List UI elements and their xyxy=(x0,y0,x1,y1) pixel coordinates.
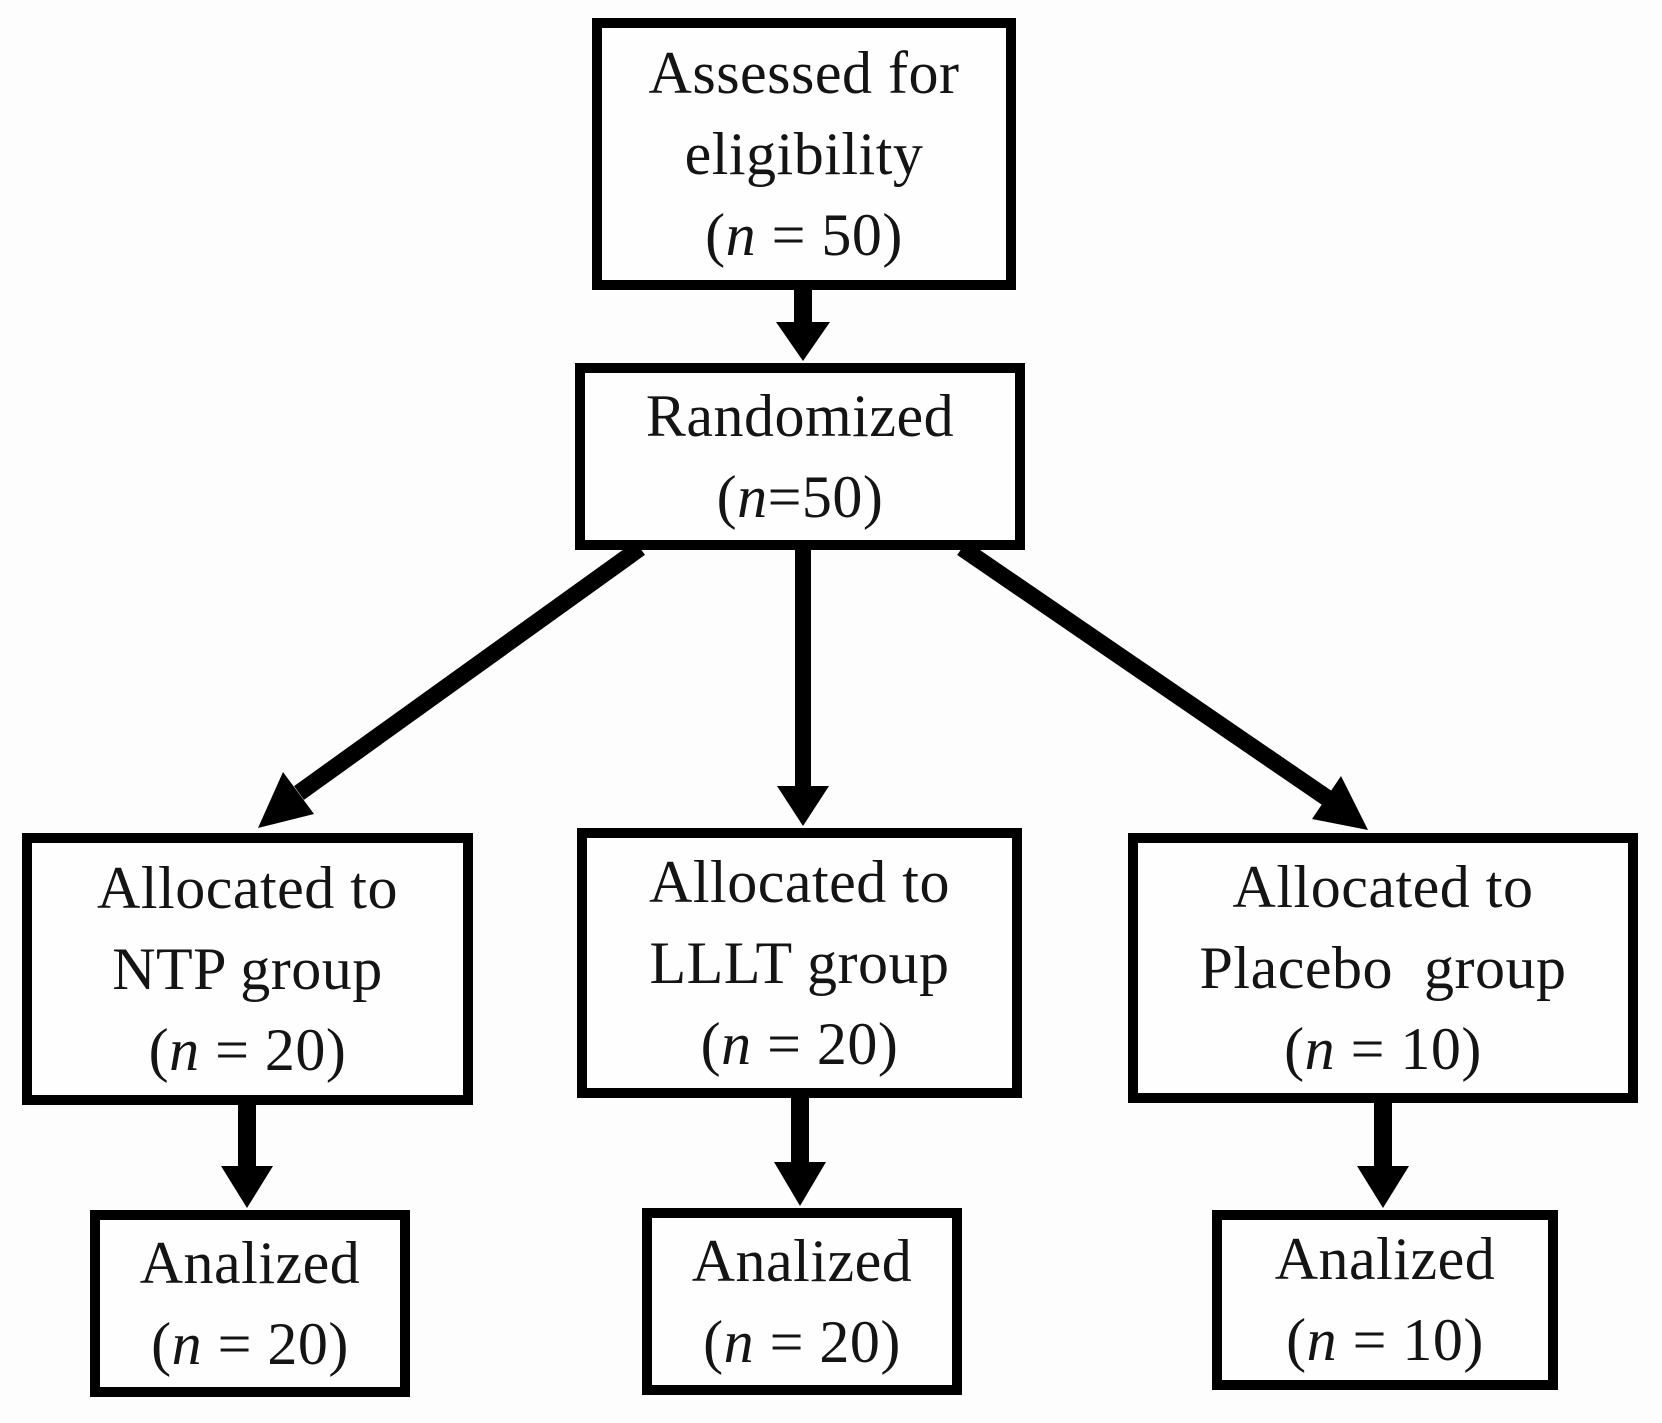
count-open-paren: ( xyxy=(700,1010,722,1077)
count-value: = 50) xyxy=(756,201,903,268)
box-count: (n = 50) xyxy=(705,195,903,276)
box-text-line: NTP group xyxy=(112,935,383,1002)
arrow-randomized-to-ntp xyxy=(258,541,645,828)
count-value: = 20) xyxy=(754,1308,901,1375)
box-count: (n = 20) xyxy=(151,1304,349,1385)
box-assessed-eligibility: Assessed for eligibility (n = 50) xyxy=(592,18,1016,290)
box-analized-ntp: Analized (n = 20) xyxy=(90,1210,410,1397)
count-n-symbol: n xyxy=(737,463,768,530)
count-open-paren: ( xyxy=(705,201,726,268)
count-n-symbol: n xyxy=(1304,1015,1336,1082)
box-count: (n=50) xyxy=(717,457,884,538)
arrow-assessed-to-randomized xyxy=(776,288,830,361)
count-open-paren: ( xyxy=(151,1310,172,1377)
count-value: =50) xyxy=(767,463,884,530)
box-text-line: Assessed for xyxy=(648,39,960,106)
count-open-paren: ( xyxy=(703,1308,724,1375)
count-value: = 20) xyxy=(202,1310,349,1377)
box-analized-placebo: Analized (n = 10) xyxy=(1212,1210,1558,1390)
count-value: = 10) xyxy=(1337,1307,1484,1373)
box-allocated-placebo: Allocated to Placebo group (n = 10) xyxy=(1128,833,1638,1103)
count-n-symbol: n xyxy=(1306,1307,1338,1373)
arrow-ntp-to-analized xyxy=(221,1103,273,1208)
box-text-line: Analized xyxy=(139,1229,361,1296)
box-count: (n = 10) xyxy=(1284,1009,1482,1090)
box-count: (n = 20) xyxy=(703,1302,901,1383)
count-value: = 10) xyxy=(1335,1015,1482,1082)
box-text-line: Randomized xyxy=(645,382,955,449)
arrow-randomized-to-placebo xyxy=(957,540,1368,830)
arrow-randomized-to-lllt xyxy=(777,548,829,826)
count-value: = 20) xyxy=(751,1010,899,1077)
box-text-line: Placebo group xyxy=(1199,934,1567,1001)
count-open-paren: ( xyxy=(148,1016,170,1083)
box-text-line: Analized xyxy=(691,1227,913,1294)
count-open-paren: ( xyxy=(716,463,738,530)
box-text-line: eligibility xyxy=(684,120,924,187)
box-allocated-ntp: Allocated to NTP group (n = 20) xyxy=(22,833,473,1105)
count-n-symbol: n xyxy=(721,1010,752,1077)
box-text-line: Allocated to xyxy=(1232,853,1534,920)
box-allocated-lllt: Allocated to LLLT group (n = 20) xyxy=(577,828,1022,1098)
count-open-paren: ( xyxy=(1284,1015,1305,1082)
box-count: (n = 10) xyxy=(1286,1300,1484,1381)
count-n-symbol: n xyxy=(723,1308,755,1375)
count-n-symbol: n xyxy=(725,201,757,268)
box-text-line: Allocated to xyxy=(97,854,398,921)
count-open-paren: ( xyxy=(1286,1307,1307,1373)
box-count: (n = 20) xyxy=(701,1004,899,1085)
arrow-lllt-to-analized xyxy=(774,1096,826,1206)
box-analized-lllt: Analized (n = 20) xyxy=(642,1208,962,1395)
box-count: (n = 20) xyxy=(149,1010,347,1091)
box-text-line: Analized xyxy=(1274,1226,1496,1292)
count-n-symbol: n xyxy=(171,1310,203,1377)
box-randomized: Randomized (n=50) xyxy=(575,363,1025,550)
count-value: = 20) xyxy=(199,1016,347,1083)
arrow-placebo-to-analized xyxy=(1357,1101,1409,1208)
box-text-line: Allocated to xyxy=(649,848,950,915)
box-text-line: LLLT group xyxy=(649,929,950,996)
count-n-symbol: n xyxy=(169,1016,200,1083)
